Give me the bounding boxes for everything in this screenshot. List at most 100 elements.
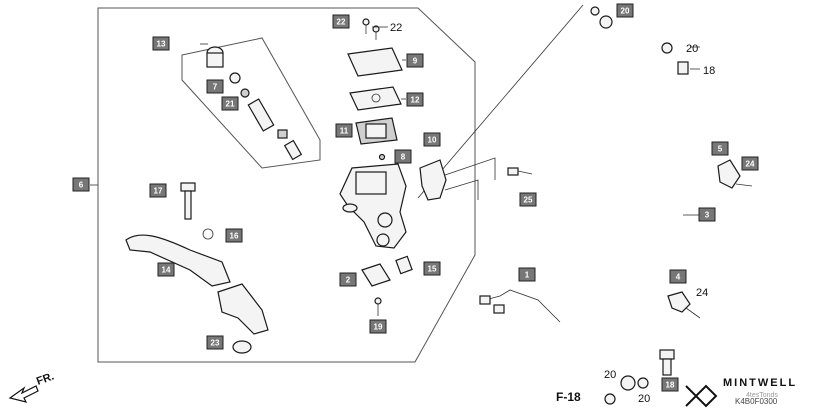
part-10-holder [419, 159, 447, 201]
label-1: 1 [518, 267, 536, 282]
svg-text:20: 20 [686, 43, 698, 55]
bolt-18-bottom-shaft [662, 358, 672, 376]
washer-20-c [604, 393, 616, 405]
label-18a: 18 [703, 65, 715, 77]
part-1-harness [484, 289, 561, 323]
part-1-connector-b [493, 304, 505, 314]
part-17-shaft [184, 190, 192, 220]
lower-port [376, 233, 390, 247]
part-21-ring [240, 88, 250, 98]
label-17: 17 [149, 183, 167, 198]
svg-text:18: 18 [703, 65, 715, 77]
part-7-body [206, 52, 224, 68]
part-19-screw [374, 297, 382, 305]
part-17-head [180, 182, 196, 192]
part-21-clip [229, 72, 241, 84]
washer-20-d [637, 377, 649, 389]
mount-ear [342, 203, 358, 213]
part-25-head [507, 167, 519, 176]
svg-text:15: 15 [428, 265, 437, 274]
label-3: 3 [698, 207, 716, 222]
part-2-switch [361, 263, 391, 287]
watermark: 4tesTonds [746, 392, 778, 399]
svg-text:10: 10 [428, 136, 437, 145]
banjo-port [377, 212, 393, 228]
piston [247, 98, 275, 132]
svg-text:3: 3 [705, 211, 710, 220]
washer-20-a [590, 6, 600, 16]
label-16: 16 [225, 228, 243, 243]
part-1-connector-a [479, 295, 491, 305]
part-15-boot [395, 255, 413, 275]
hose-leader-line [417, 4, 584, 199]
label-20d: 20 [638, 393, 650, 405]
svg-text:24: 24 [746, 160, 755, 169]
part-4-clamp [667, 291, 691, 313]
label-10: 10 [423, 132, 441, 147]
svg-text:20: 20 [604, 369, 616, 381]
subassembly-frame [181, 37, 321, 169]
svg-text:17: 17 [154, 187, 163, 196]
label-7: 7 [206, 79, 224, 94]
svg-text:22: 22 [337, 18, 346, 27]
hose-banjo-top [599, 15, 613, 29]
bolt-18-top [677, 61, 689, 75]
svg-text:6: 6 [79, 181, 84, 190]
label-9: 9 [406, 53, 424, 68]
svg-text:14: 14 [162, 266, 171, 275]
svg-text:8: 8 [401, 153, 406, 162]
part-5-clamp [717, 159, 741, 189]
lever-bracket [217, 283, 269, 335]
label-24a: 24 [741, 156, 759, 171]
svg-text:4: 4 [676, 273, 681, 282]
label-20b: 20 [686, 43, 698, 55]
svg-text:1: 1 [525, 271, 530, 280]
label-13: 13 [152, 36, 170, 51]
front-arrow: FR. [8, 370, 56, 403]
label-6: 6 [72, 177, 90, 192]
svg-text:12: 12 [411, 96, 420, 105]
svg-text:24: 24 [696, 287, 708, 299]
svg-text:22: 22 [390, 22, 402, 34]
svg-text:13: 13 [157, 40, 166, 49]
svg-text:20: 20 [638, 393, 650, 405]
part-23-boot [232, 340, 252, 354]
svg-text:16: 16 [230, 232, 239, 241]
part-12-plate [349, 86, 402, 111]
part-8 [378, 153, 386, 161]
label-14: 14 [157, 262, 175, 277]
svg-text:7: 7 [213, 83, 218, 92]
label-23: 23 [206, 335, 224, 350]
label-24b: 24 [696, 287, 708, 299]
part-16-spring [202, 228, 214, 240]
brand-name: MINTWELL [723, 377, 797, 389]
label-25: 25 [519, 192, 537, 207]
label-11: 11 [335, 123, 353, 138]
label-21: 21 [221, 96, 239, 111]
piston-seal [277, 129, 288, 139]
page-ref: F-18 [556, 390, 581, 404]
diagram-code: K4B0F0300 [735, 397, 778, 406]
svg-text:19: 19 [374, 323, 383, 332]
part-22-screw-a [362, 18, 370, 26]
brand-logo: MINTWELL [685, 377, 797, 408]
label-2: 2 [339, 272, 357, 287]
svg-text:18: 18 [666, 381, 675, 390]
label-20a: 20 [616, 3, 634, 18]
reservoir [355, 171, 387, 195]
label-20c: 20 [604, 369, 616, 381]
label-18b: 18 [661, 377, 679, 392]
part-9-cover [347, 47, 403, 77]
label-19: 19 [369, 319, 387, 334]
part-3-hose [604, 17, 673, 379]
hose-banjo-bottom [620, 375, 636, 391]
svg-text:2: 2 [346, 276, 351, 285]
svg-text:11: 11 [340, 127, 349, 136]
front-arrow-label: FR. [35, 370, 56, 387]
svg-text:9: 9 [413, 57, 418, 66]
bolt-18-bottom-head [659, 349, 675, 360]
label-12: 12 [406, 92, 424, 107]
svg-text:20: 20 [621, 7, 630, 16]
